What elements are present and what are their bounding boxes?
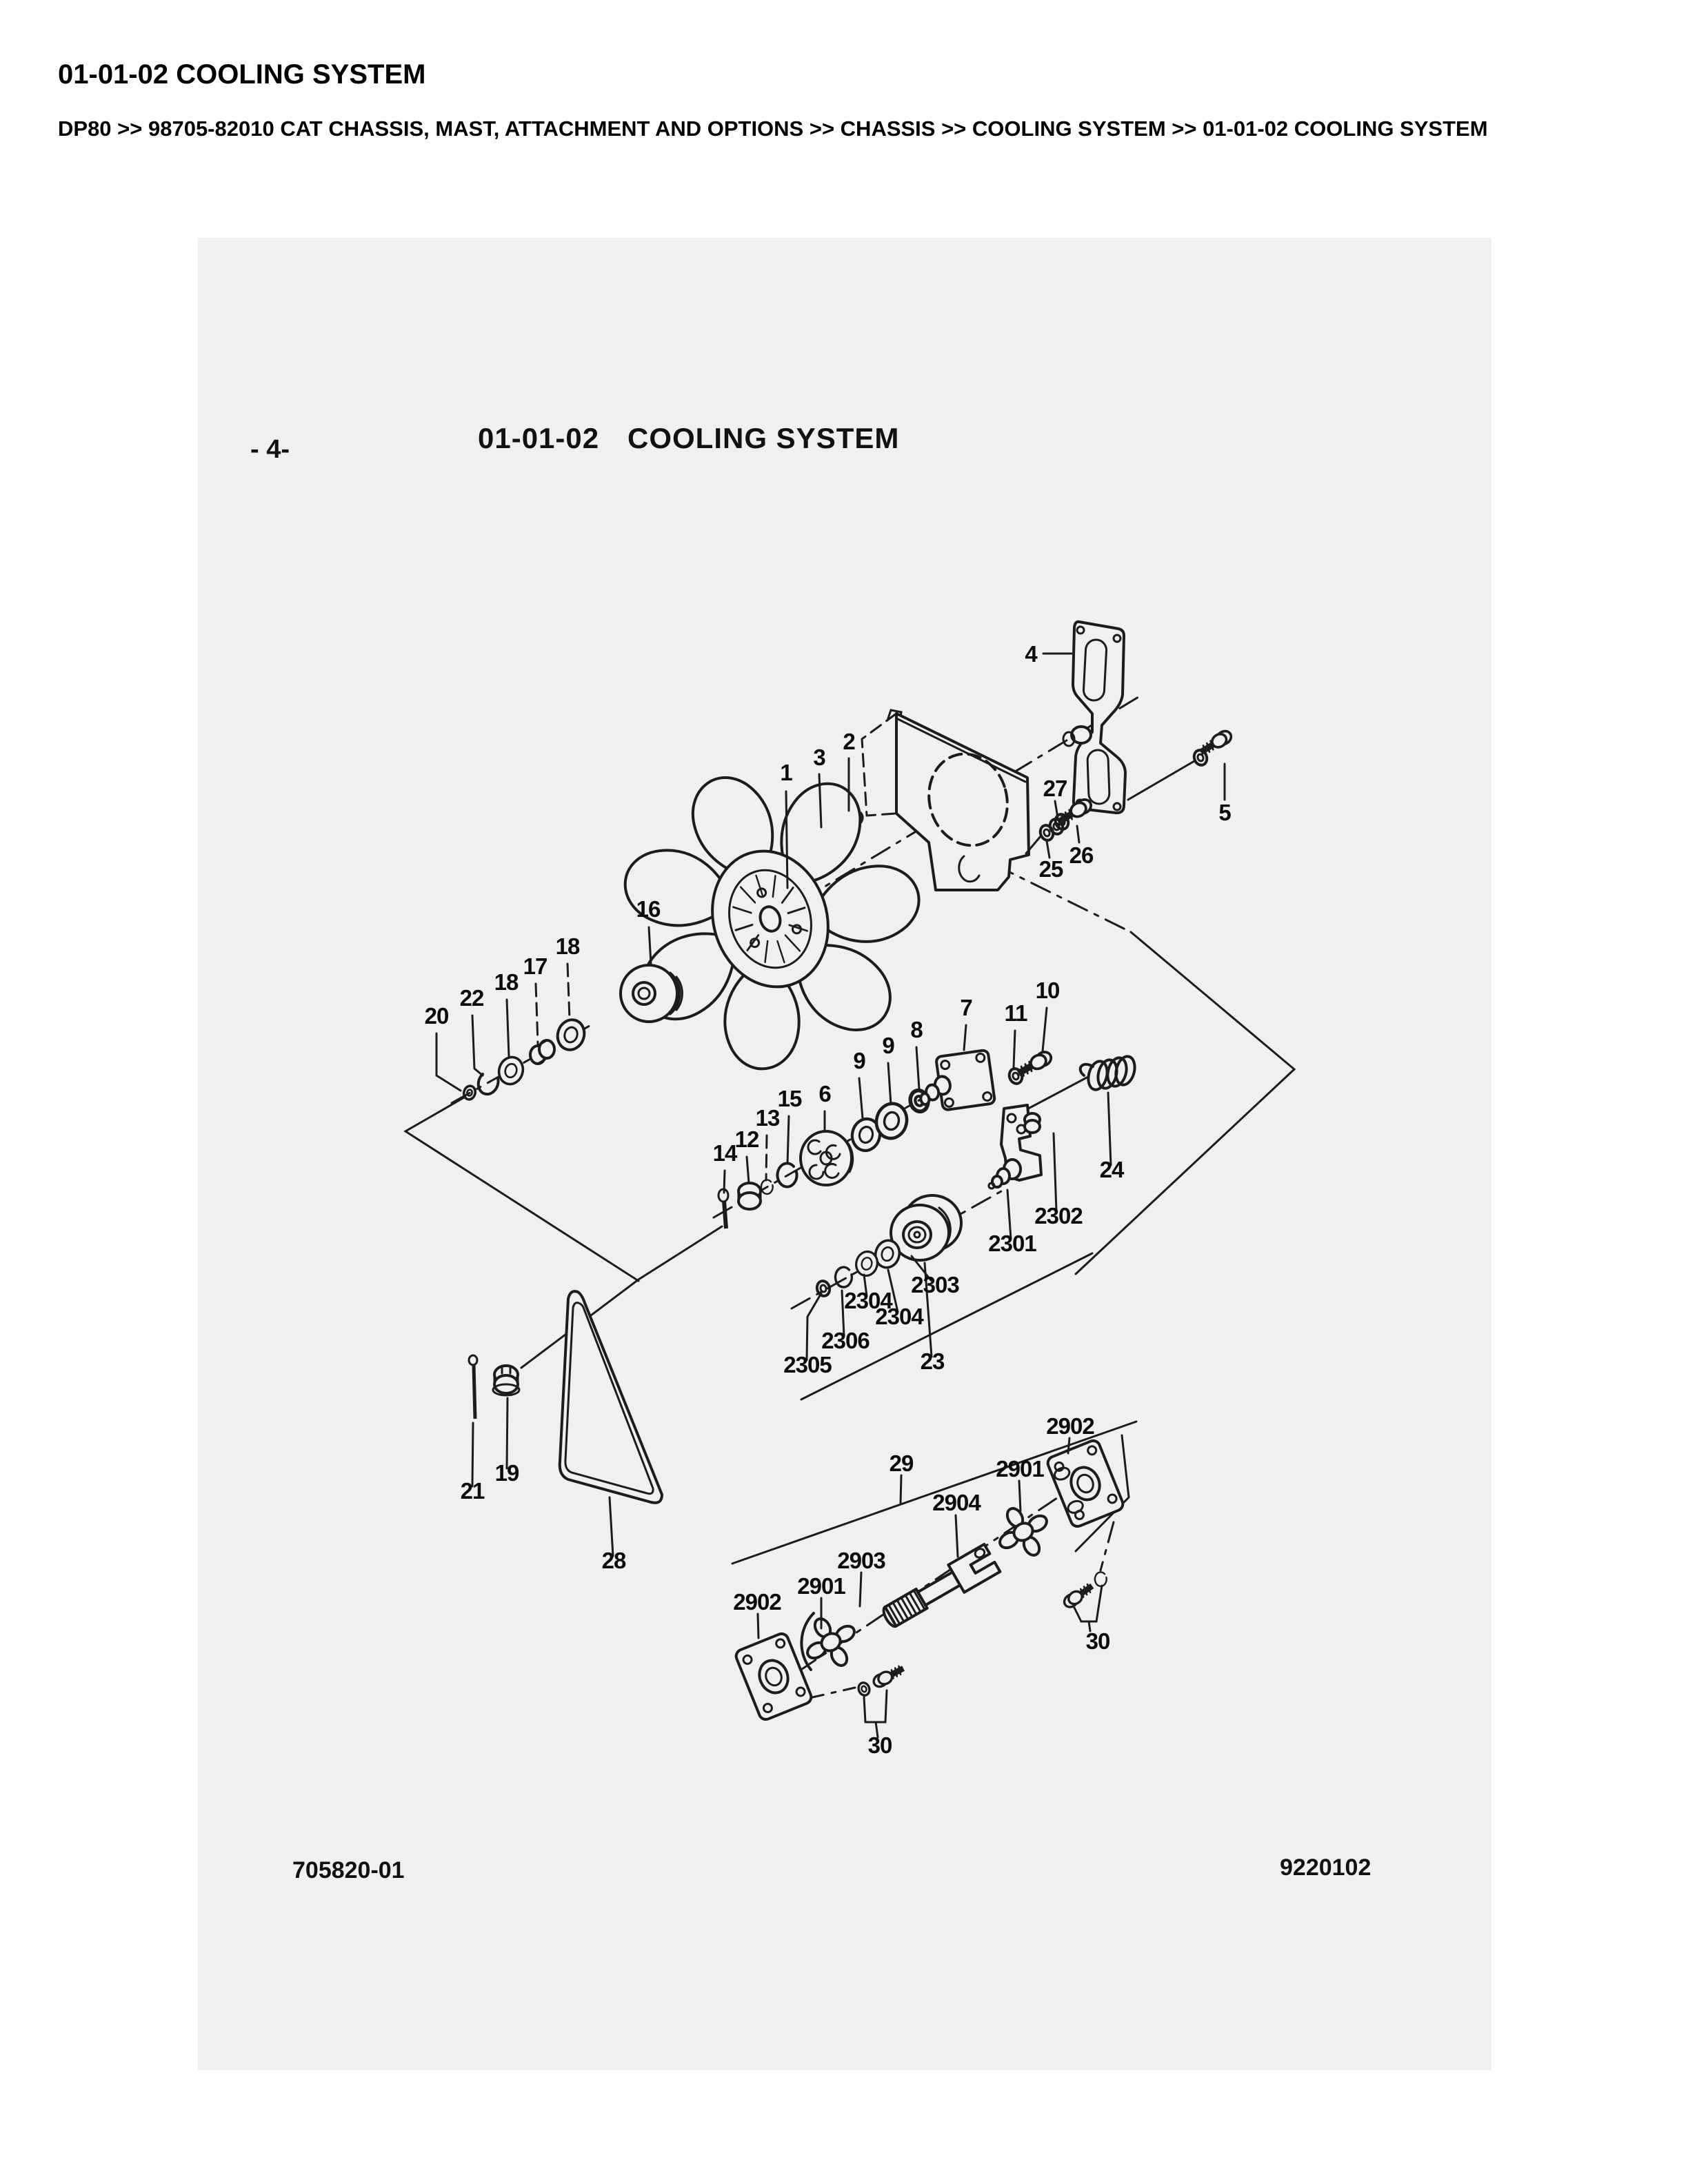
callout-2301: 2301 (988, 1231, 1036, 1256)
bolt-5 (1198, 729, 1234, 758)
callout-4: 4 (1025, 641, 1038, 667)
callout-5: 5 (1218, 800, 1231, 825)
slip-yoke-2903 (882, 1542, 1002, 1628)
pump-hub-6 (799, 1130, 854, 1186)
callout-25: 25 (1039, 856, 1063, 882)
callout-23: 23 (921, 1348, 945, 1374)
flange-yoke-2902-right (1044, 1437, 1127, 1530)
tension-spring-24 (1078, 1055, 1136, 1091)
callout-2901: 2901 (797, 1573, 845, 1599)
callout-2904: 2904 (932, 1490, 981, 1515)
water-pump-group (717, 1049, 1054, 1229)
callout-9: 9 (853, 1048, 865, 1073)
callout-24: 24 (1100, 1157, 1125, 1182)
callout-2903: 2903 (837, 1548, 885, 1573)
callout-2304: 2304 (844, 1288, 893, 1313)
callout-19: 19 (495, 1460, 519, 1486)
nut-12 (737, 1182, 762, 1211)
fan-blade-assembly (623, 776, 921, 1071)
fan-shroud (861, 709, 1030, 891)
callout-18: 18 (494, 969, 519, 995)
callout-6: 6 (818, 1081, 831, 1106)
callout-10: 10 (1036, 978, 1060, 1003)
callout-2901: 2901 (996, 1456, 1044, 1482)
callout-2902: 2902 (1046, 1413, 1094, 1439)
callout-27: 27 (1043, 776, 1067, 801)
bolt-30-left (872, 1664, 906, 1689)
page-marker: - 4- (250, 435, 290, 464)
washer-30-left (855, 1679, 873, 1699)
tensioner-group (987, 1055, 1136, 1190)
callout-29: 29 (890, 1450, 914, 1476)
callout-18: 18 (556, 933, 580, 959)
callout-8: 8 (910, 1017, 923, 1042)
diagram-title-code: 01-01-02 (478, 422, 599, 454)
pivot-bolt-2301 (987, 1158, 1022, 1190)
callout-13: 13 (756, 1105, 780, 1131)
callout-7: 7 (960, 995, 972, 1020)
callout-28: 28 (602, 1548, 626, 1573)
pump-flange-7 (919, 1049, 996, 1111)
callout-2902: 2902 (733, 1589, 781, 1615)
idler-pulley-group (814, 1194, 963, 1299)
callout-21: 21 (461, 1478, 485, 1504)
callout-2303: 2303 (911, 1272, 959, 1297)
footer-code-right: 9220102 (1280, 1854, 1371, 1881)
fan-pulley-16 (619, 964, 683, 1023)
callout-30: 30 (1086, 1628, 1110, 1654)
callout-20: 20 (425, 1003, 449, 1029)
page-title: 01-01-02 COOLING SYSTEM (58, 59, 426, 90)
callout-14: 14 (713, 1140, 738, 1166)
drive-shaft-group (732, 1437, 1127, 1723)
callout-2302: 2302 (1034, 1203, 1083, 1228)
callout-2304: 2304 (875, 1304, 924, 1329)
callout-11: 11 (1005, 1000, 1028, 1026)
spacer-17 (529, 1039, 556, 1065)
cotter-pin-21 (468, 1354, 479, 1419)
spacer-washer-row (461, 1015, 590, 1102)
callout-3: 3 (813, 745, 825, 770)
callout-1: 1 (780, 760, 792, 785)
callout-15: 15 (778, 1086, 802, 1111)
breadcrumb: DP80 >> 98705-82010 CAT CHASSIS, MAST, A… (58, 117, 1488, 141)
mounting-bracket-4 (1062, 620, 1127, 815)
diagram-title-name: COOLING SYSTEM (627, 422, 899, 454)
footer-code-left: 705820-01 (292, 1857, 405, 1883)
callout-16: 16 (636, 896, 661, 922)
callout-12: 12 (735, 1126, 759, 1152)
leader-lines (435, 652, 1226, 1739)
callout-2305: 2305 (783, 1352, 832, 1377)
callout-2306: 2306 (821, 1328, 870, 1353)
nut-19 (492, 1364, 521, 1397)
callout-30: 30 (868, 1732, 892, 1758)
callout-2: 2 (843, 729, 855, 754)
callout-17: 17 (523, 953, 547, 979)
u-joint-2901-right (986, 1495, 1061, 1569)
yoke-2904 (947, 1542, 1002, 1594)
construction-lines (403, 694, 1296, 1701)
u-joint-2901-left (794, 1605, 868, 1679)
callout-9: 9 (882, 1033, 894, 1058)
bolt-30-right (1062, 1581, 1096, 1610)
washer-30-right (1094, 1571, 1107, 1588)
v-belt-28 (558, 1290, 663, 1504)
callout-26: 26 (1069, 842, 1094, 868)
callout-22: 22 (460, 985, 484, 1011)
washer-27 (1046, 811, 1072, 838)
